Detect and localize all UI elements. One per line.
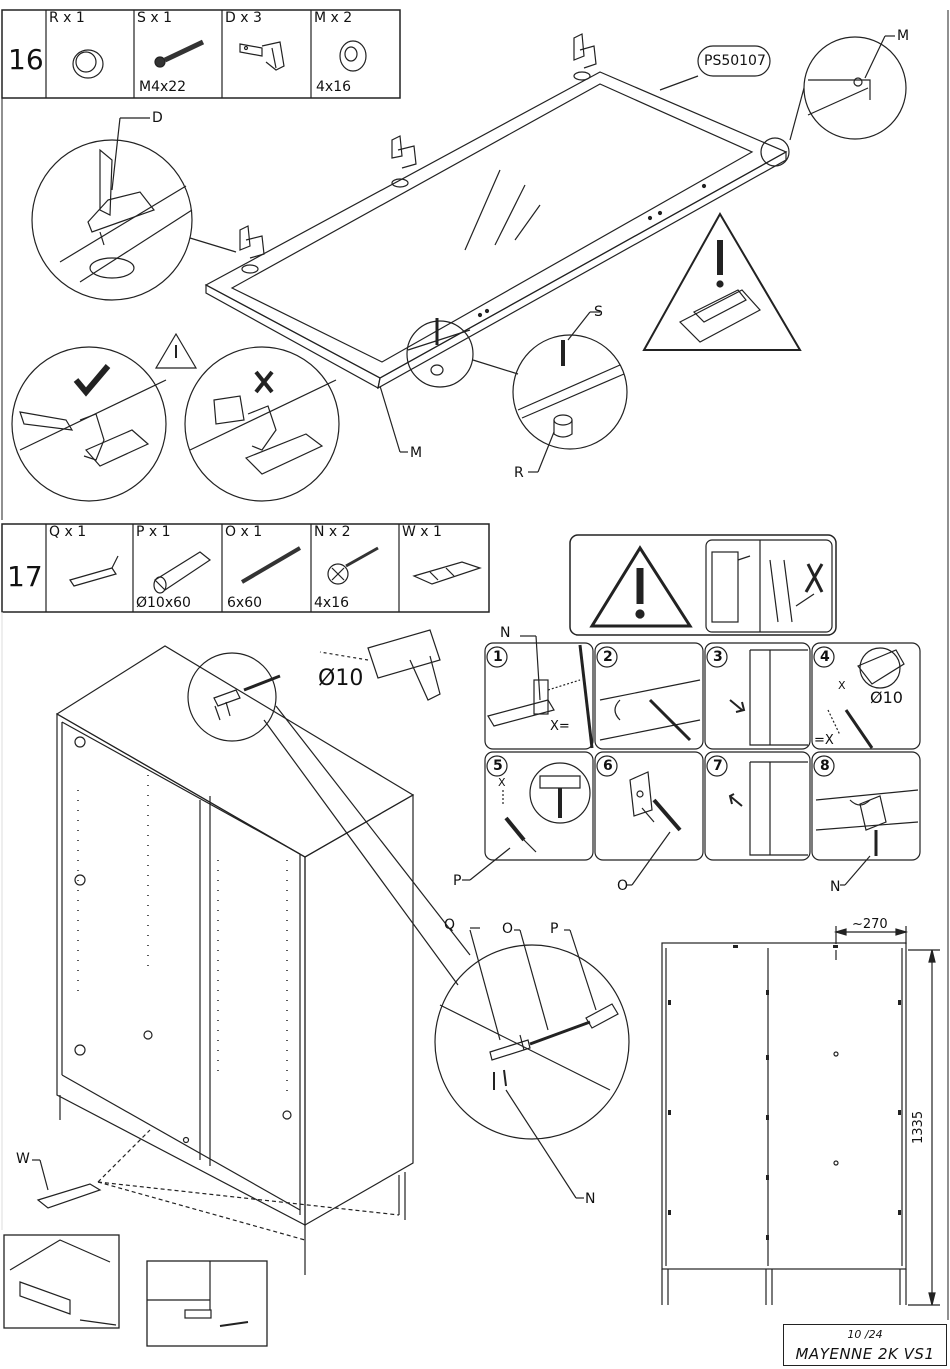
substep-number-2: 2 xyxy=(603,649,613,665)
substep-number-3: 3 xyxy=(713,649,723,665)
step-number-16: 16 xyxy=(8,43,44,76)
callout-n-sub: N xyxy=(830,879,841,895)
part-q-bracket-icon xyxy=(69,567,117,587)
part-label-s: S x 1 xyxy=(137,10,172,26)
callout-o-sub: O xyxy=(617,878,629,894)
substep4-drill-label: Ø10 xyxy=(870,688,903,707)
model-name: MAYENNE 2K VS1 xyxy=(795,1345,935,1363)
depth-dimension: ~270 xyxy=(852,917,888,932)
callout-n: N xyxy=(585,1191,596,1207)
callout-o: O xyxy=(502,921,514,937)
bracket-detail-magnifier xyxy=(434,927,630,1199)
substep4-x-mark: X xyxy=(838,679,846,692)
substep-number-5: 5 xyxy=(493,758,503,774)
substeps-grid xyxy=(484,642,921,861)
wall-type-warning-panel xyxy=(569,534,837,636)
part-label-n: N x 2 xyxy=(314,524,351,540)
wedge-placement xyxy=(32,1129,400,1241)
protect-surface-warning-icon xyxy=(642,211,802,351)
substep-number-6: 6 xyxy=(603,758,613,774)
substep1-x-label: X= xyxy=(550,719,570,734)
callout-d: D xyxy=(152,110,163,126)
callout-m-bottom: M xyxy=(410,445,423,461)
substep-number-8: 8 xyxy=(820,758,830,774)
substep-number-1: 1 xyxy=(493,649,503,665)
callout-p: P xyxy=(550,921,559,937)
front-view-drawing xyxy=(661,926,940,1306)
substep-number-4: 4 xyxy=(820,649,830,665)
part-n-screw-icon xyxy=(327,546,379,585)
leveling-detail-boxes xyxy=(3,1234,268,1347)
part-label-p: P x 1 xyxy=(136,524,171,540)
part-spec-n: 4x16 xyxy=(314,595,350,611)
power-drill-icon xyxy=(319,629,441,701)
substep4-x-label: =X xyxy=(814,733,834,748)
height-dimension: 1335 xyxy=(911,1110,926,1144)
part-spec-o: 6x60 xyxy=(227,595,263,611)
step-number-17: 17 xyxy=(7,560,43,593)
part-label-q: Q x 1 xyxy=(49,524,87,540)
knob-detail-magnifiers xyxy=(406,311,628,473)
caution-icon xyxy=(154,332,198,369)
cap-detail-magnifier xyxy=(760,35,907,167)
drill-size-label: Ø10 xyxy=(318,666,364,691)
part-label-d: D x 3 xyxy=(225,10,262,26)
page-footer: 10 /24 MAYENNE 2K VS1 xyxy=(783,1324,947,1366)
part-spec-s: M4x22 xyxy=(139,79,187,95)
part-r-knob-icon xyxy=(72,49,104,79)
part-label-w: W x 1 xyxy=(402,524,442,540)
hinge-detail-magnifier xyxy=(31,117,237,301)
substep5-x-mark: X xyxy=(498,776,506,789)
part-p-plug-icon xyxy=(153,551,212,594)
part-label-m: M x 2 xyxy=(314,10,353,26)
part-m-cap-icon xyxy=(339,40,367,72)
callout-w: W xyxy=(16,1151,30,1167)
part-label-r: R x 1 xyxy=(49,10,85,26)
substep-number-7: 7 xyxy=(713,758,723,774)
part-w-wedge-icon xyxy=(412,561,482,585)
callout-m-top: M xyxy=(897,28,910,44)
callout-p-sub: P xyxy=(453,873,462,889)
hinge-orientation-correct xyxy=(11,346,167,502)
door-panel-drawing xyxy=(204,33,788,390)
part-spec-m: 4x16 xyxy=(316,79,352,95)
part-code-label: PS50107 xyxy=(704,53,766,69)
callout-r: R xyxy=(514,465,524,481)
page-number: 10 /24 xyxy=(847,1328,883,1341)
callout-s: S xyxy=(594,304,603,320)
step17-parts-table xyxy=(1,523,490,613)
part-spec-p: Ø10x60 xyxy=(136,595,191,611)
part-o-screw-icon xyxy=(240,546,302,584)
hinge-orientation-wrong xyxy=(184,346,340,502)
wall-anchor-magnifier xyxy=(187,652,471,986)
part-s-screw-icon xyxy=(154,39,205,68)
cabinet-drawing xyxy=(55,645,415,1275)
part-d-hinge-icon xyxy=(239,41,285,71)
part-code-badge xyxy=(697,45,771,77)
step16-parts-table xyxy=(1,9,401,99)
part-label-o: O x 1 xyxy=(225,524,263,540)
callout-n-top: N xyxy=(500,625,511,641)
callout-q: Q xyxy=(444,917,456,933)
